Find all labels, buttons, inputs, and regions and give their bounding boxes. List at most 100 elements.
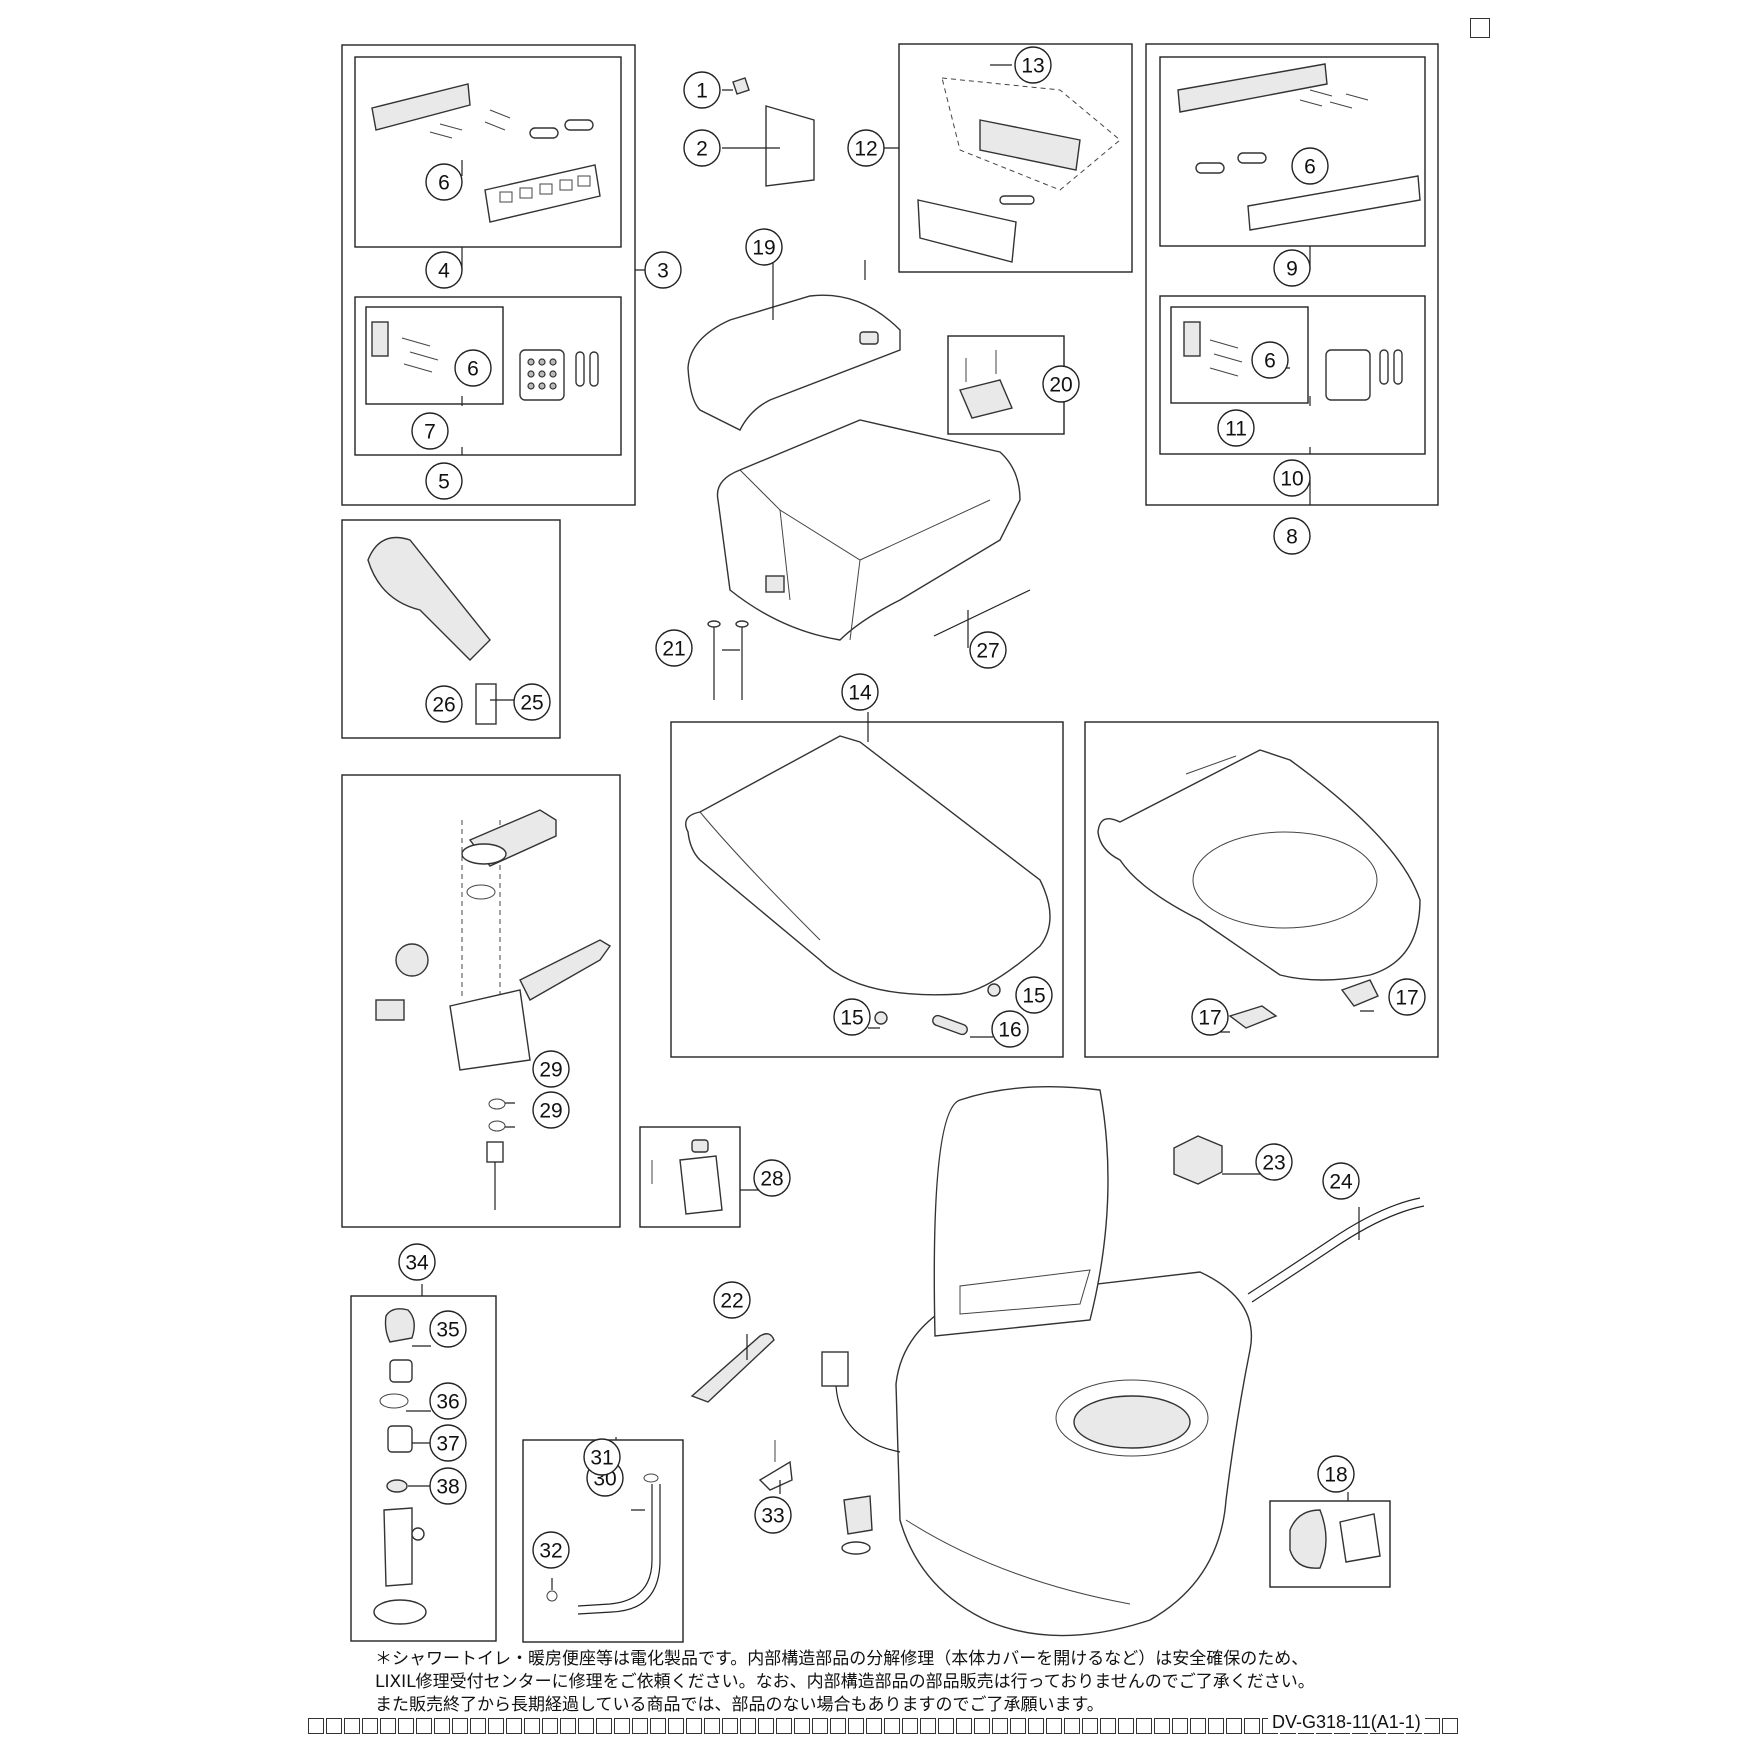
callout-34: 34: [398, 1243, 436, 1281]
callout-circle: [1273, 249, 1311, 287]
callout-3: 3: [644, 251, 682, 289]
callout-31: 31: [583, 1438, 621, 1476]
callout-6: 6: [1291, 147, 1329, 185]
callout-number: 24: [1329, 1171, 1353, 1194]
strip-box: [596, 1718, 612, 1734]
callout-circle: [532, 1091, 570, 1129]
callout-6: 6: [454, 349, 492, 387]
strip-box: [938, 1718, 954, 1734]
strip-box: [1226, 1718, 1242, 1734]
strip-box: [1028, 1718, 1044, 1734]
callout-circle: [753, 1159, 791, 1197]
strip-box: [722, 1718, 738, 1734]
callout-6: 6: [425, 163, 463, 201]
callout-25: 25: [513, 683, 551, 721]
callout-number: 6: [1264, 350, 1276, 373]
strip-box: [632, 1718, 648, 1734]
callout-number: 5: [438, 471, 450, 494]
strip-box: [848, 1718, 864, 1734]
strip-box: [452, 1718, 468, 1734]
callout-15: 15: [1015, 976, 1053, 1014]
note-line-3: また販売終了から長期経過している商品では、部品のない場合もありますのでご了承願い…: [375, 1695, 1104, 1715]
callout-circle: [1014, 46, 1052, 84]
strip-box: [1244, 1718, 1260, 1734]
callout-circle: [683, 129, 721, 167]
callout-number: 29: [539, 1100, 562, 1123]
strip-box: [578, 1718, 594, 1734]
callout-number: 28: [760, 1168, 783, 1191]
callout-15: 15: [833, 998, 871, 1036]
strip-box: [308, 1718, 324, 1734]
callout-circle: [841, 673, 879, 711]
callout-number: 32: [539, 1540, 562, 1563]
strip-box: [920, 1718, 936, 1734]
callout-number: 6: [438, 172, 450, 195]
callout-circle: [411, 412, 449, 450]
callout-1: 1: [683, 71, 721, 109]
callout-26: 26: [425, 685, 463, 723]
strip-box: [1442, 1718, 1458, 1734]
callout-circle: [833, 998, 871, 1036]
callout-20: 20: [1042, 365, 1080, 403]
callout-number: 7: [424, 421, 436, 444]
callout-circle: [745, 228, 783, 266]
callout-circle: [1042, 365, 1080, 403]
callout-number: 27: [976, 640, 999, 663]
callout-circle: [644, 251, 682, 289]
strip-box: [488, 1718, 504, 1734]
callout-19: 19: [745, 228, 783, 266]
callout-circle: [425, 163, 463, 201]
callout-number: 29: [539, 1059, 562, 1082]
callout-number: 6: [1304, 156, 1316, 179]
strip-box: [362, 1718, 378, 1734]
callout-circle: [991, 1010, 1029, 1048]
strip-box: [758, 1718, 774, 1734]
strip-box: [1118, 1718, 1134, 1734]
strip-box: [1100, 1718, 1116, 1734]
callout-labels: 1234566667891011121314151516171718192021…: [398, 46, 1426, 1569]
corner-checkbox: [1470, 18, 1490, 38]
note-line-2: LIXIL修理受付センターに修理をご依頼ください。なお、内部構造部品の部品販売は…: [375, 1672, 1315, 1692]
callout-circle: [532, 1050, 570, 1088]
callout-number: 20: [1049, 374, 1072, 397]
callout-13: 13: [1014, 46, 1052, 84]
callout-number: 25: [520, 692, 543, 715]
callout-circle: [1251, 341, 1289, 379]
callout-21: 21: [655, 629, 693, 667]
callout-circle: [1388, 978, 1426, 1016]
callout-29: 29: [532, 1050, 570, 1088]
callout-circle: [583, 1438, 621, 1476]
callout-number: 15: [840, 1007, 863, 1030]
callout-circle: [1322, 1162, 1360, 1200]
strip-box: [1424, 1718, 1440, 1734]
callout-circle: [1273, 517, 1311, 555]
strip-box: [416, 1718, 432, 1734]
callout-6: 6: [1251, 341, 1289, 379]
callout-circle: [425, 251, 463, 289]
strip-box: [866, 1718, 882, 1734]
callout-5: 5: [425, 462, 463, 500]
callout-number: 16: [998, 1019, 1021, 1042]
callout-circle: [429, 1382, 467, 1420]
strip-box: [812, 1718, 828, 1734]
strip-box: [1136, 1718, 1152, 1734]
callout-number: 15: [1022, 985, 1045, 1008]
callout-16: 16: [991, 1010, 1029, 1048]
callout-circle: [655, 629, 693, 667]
callout-number: 36: [436, 1391, 459, 1414]
callout-circle: [429, 1467, 467, 1505]
strip-box: [1046, 1718, 1062, 1734]
callout-circle: [532, 1531, 570, 1569]
callout-circle: [1217, 409, 1255, 447]
callout-circle: [1291, 147, 1329, 185]
callout-38: 38: [429, 1467, 467, 1505]
strip-box: [776, 1718, 792, 1734]
strip-box: [344, 1718, 360, 1734]
callout-number: 21: [662, 638, 685, 661]
strip-box: [1172, 1718, 1188, 1734]
callout-number: 14: [848, 682, 872, 705]
callout-circle: [1015, 976, 1053, 1014]
strip-box: [1010, 1718, 1026, 1734]
callout-10: 10: [1273, 459, 1311, 497]
callout-28: 28: [753, 1159, 791, 1197]
